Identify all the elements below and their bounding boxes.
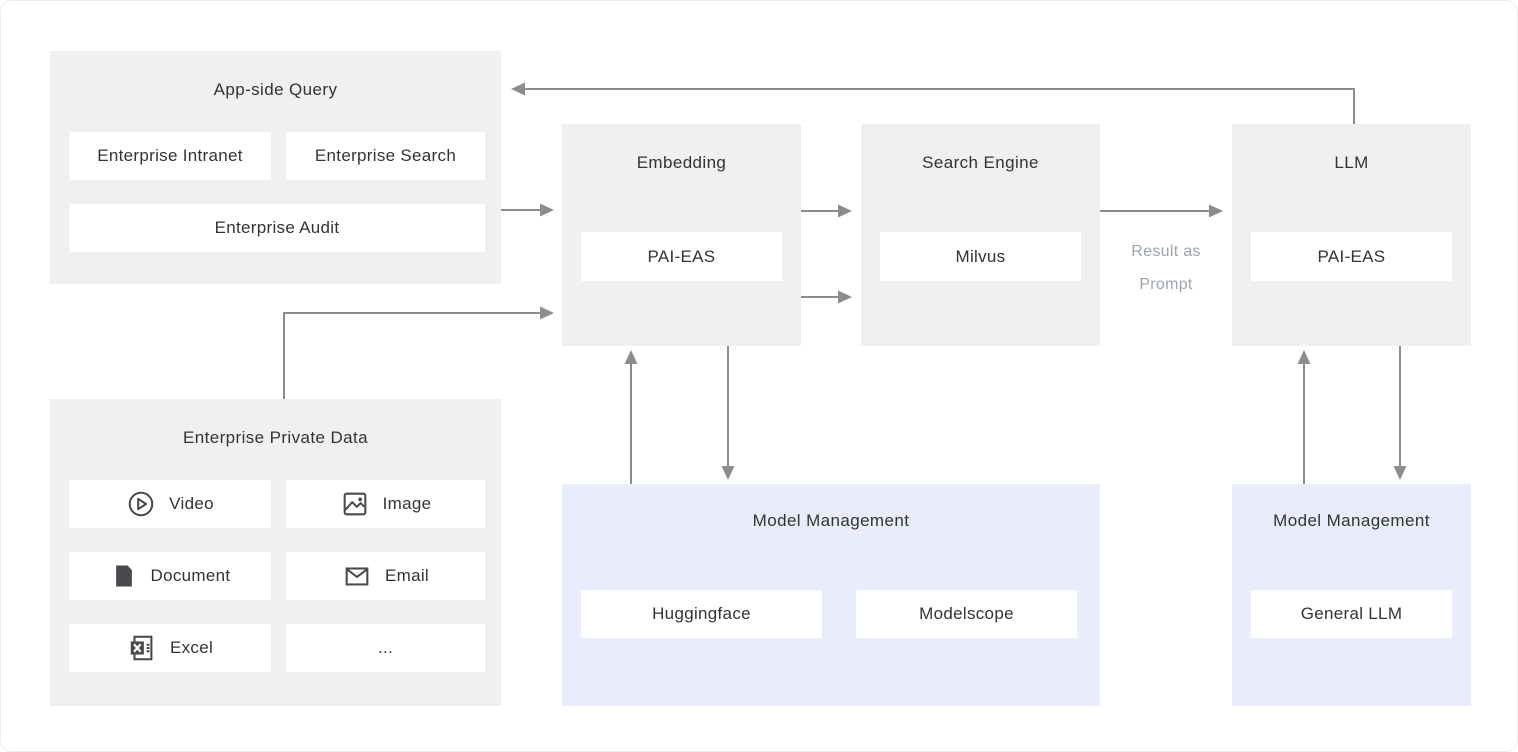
model-management-left-panel: Model Management Huggingface Modelscope: [562, 484, 1100, 706]
ellipsis-label: ...: [377, 638, 394, 657]
embedding-title: Embedding: [636, 153, 727, 172]
llm-pai-eas-chip: PAI-EAS: [1251, 232, 1452, 281]
excel-icon: [127, 633, 157, 663]
enterprise-search-chip: Enterprise Search: [286, 132, 485, 180]
app-side-query-title: App-side Query: [213, 80, 338, 99]
video-icon: [126, 489, 156, 519]
video-label: Video: [169, 494, 214, 513]
huggingface-chip: Huggingface: [581, 590, 822, 638]
document-chip: Document: [69, 552, 271, 600]
enterprise-private-data-panel: Enterprise Private Data Video Image: [50, 399, 501, 706]
enterprise-intranet-chip: Enterprise Intranet: [69, 132, 271, 180]
email-icon: [342, 561, 372, 591]
image-icon: [340, 489, 370, 519]
app-side-query-panel: App-side Query Enterprise Intranet Enter…: [50, 51, 501, 284]
more-types-chip: ...: [286, 624, 485, 672]
search-engine-panel: Search Engine Milvus: [861, 124, 1100, 346]
excel-label: Excel: [169, 638, 214, 657]
llm-title: LLM: [1334, 153, 1369, 172]
embedding-pai-eas-chip: PAI-EAS: [581, 232, 782, 281]
result-as-prompt-label: Result as Prompt: [1102, 235, 1230, 301]
enterprise-private-data-title: Enterprise Private Data: [183, 428, 368, 447]
email-chip: Email: [286, 552, 485, 600]
model-management-right-title: Model Management: [1273, 511, 1430, 530]
search-engine-title: Search Engine: [922, 153, 1039, 172]
result-as-prompt-line1: Result as: [1131, 243, 1201, 260]
llm-panel: LLM PAI-EAS: [1232, 124, 1471, 346]
image-chip: Image: [286, 480, 485, 528]
model-management-left-title: Model Management: [752, 511, 910, 530]
modelscope-chip: Modelscope: [856, 590, 1077, 638]
arrow-privatedata-to-embedding: [283, 306, 554, 399]
image-label: Image: [382, 494, 432, 513]
embedding-panel: Embedding PAI-EAS: [562, 124, 801, 346]
general-llm-chip: General LLM: [1251, 590, 1452, 638]
milvus-chip: Milvus: [880, 232, 1081, 281]
arrow-llm-to-appquery-feedback: [511, 82, 1355, 124]
document-label: Document: [150, 566, 231, 585]
model-management-right-panel: Model Management General LLM: [1232, 484, 1471, 706]
result-as-prompt-line2: Prompt: [1139, 276, 1193, 293]
email-label: Email: [384, 566, 429, 585]
excel-chip: Excel: [69, 624, 271, 672]
video-chip: Video: [69, 480, 271, 528]
document-icon: [110, 561, 138, 591]
enterprise-audit-chip: Enterprise Audit: [69, 204, 485, 252]
